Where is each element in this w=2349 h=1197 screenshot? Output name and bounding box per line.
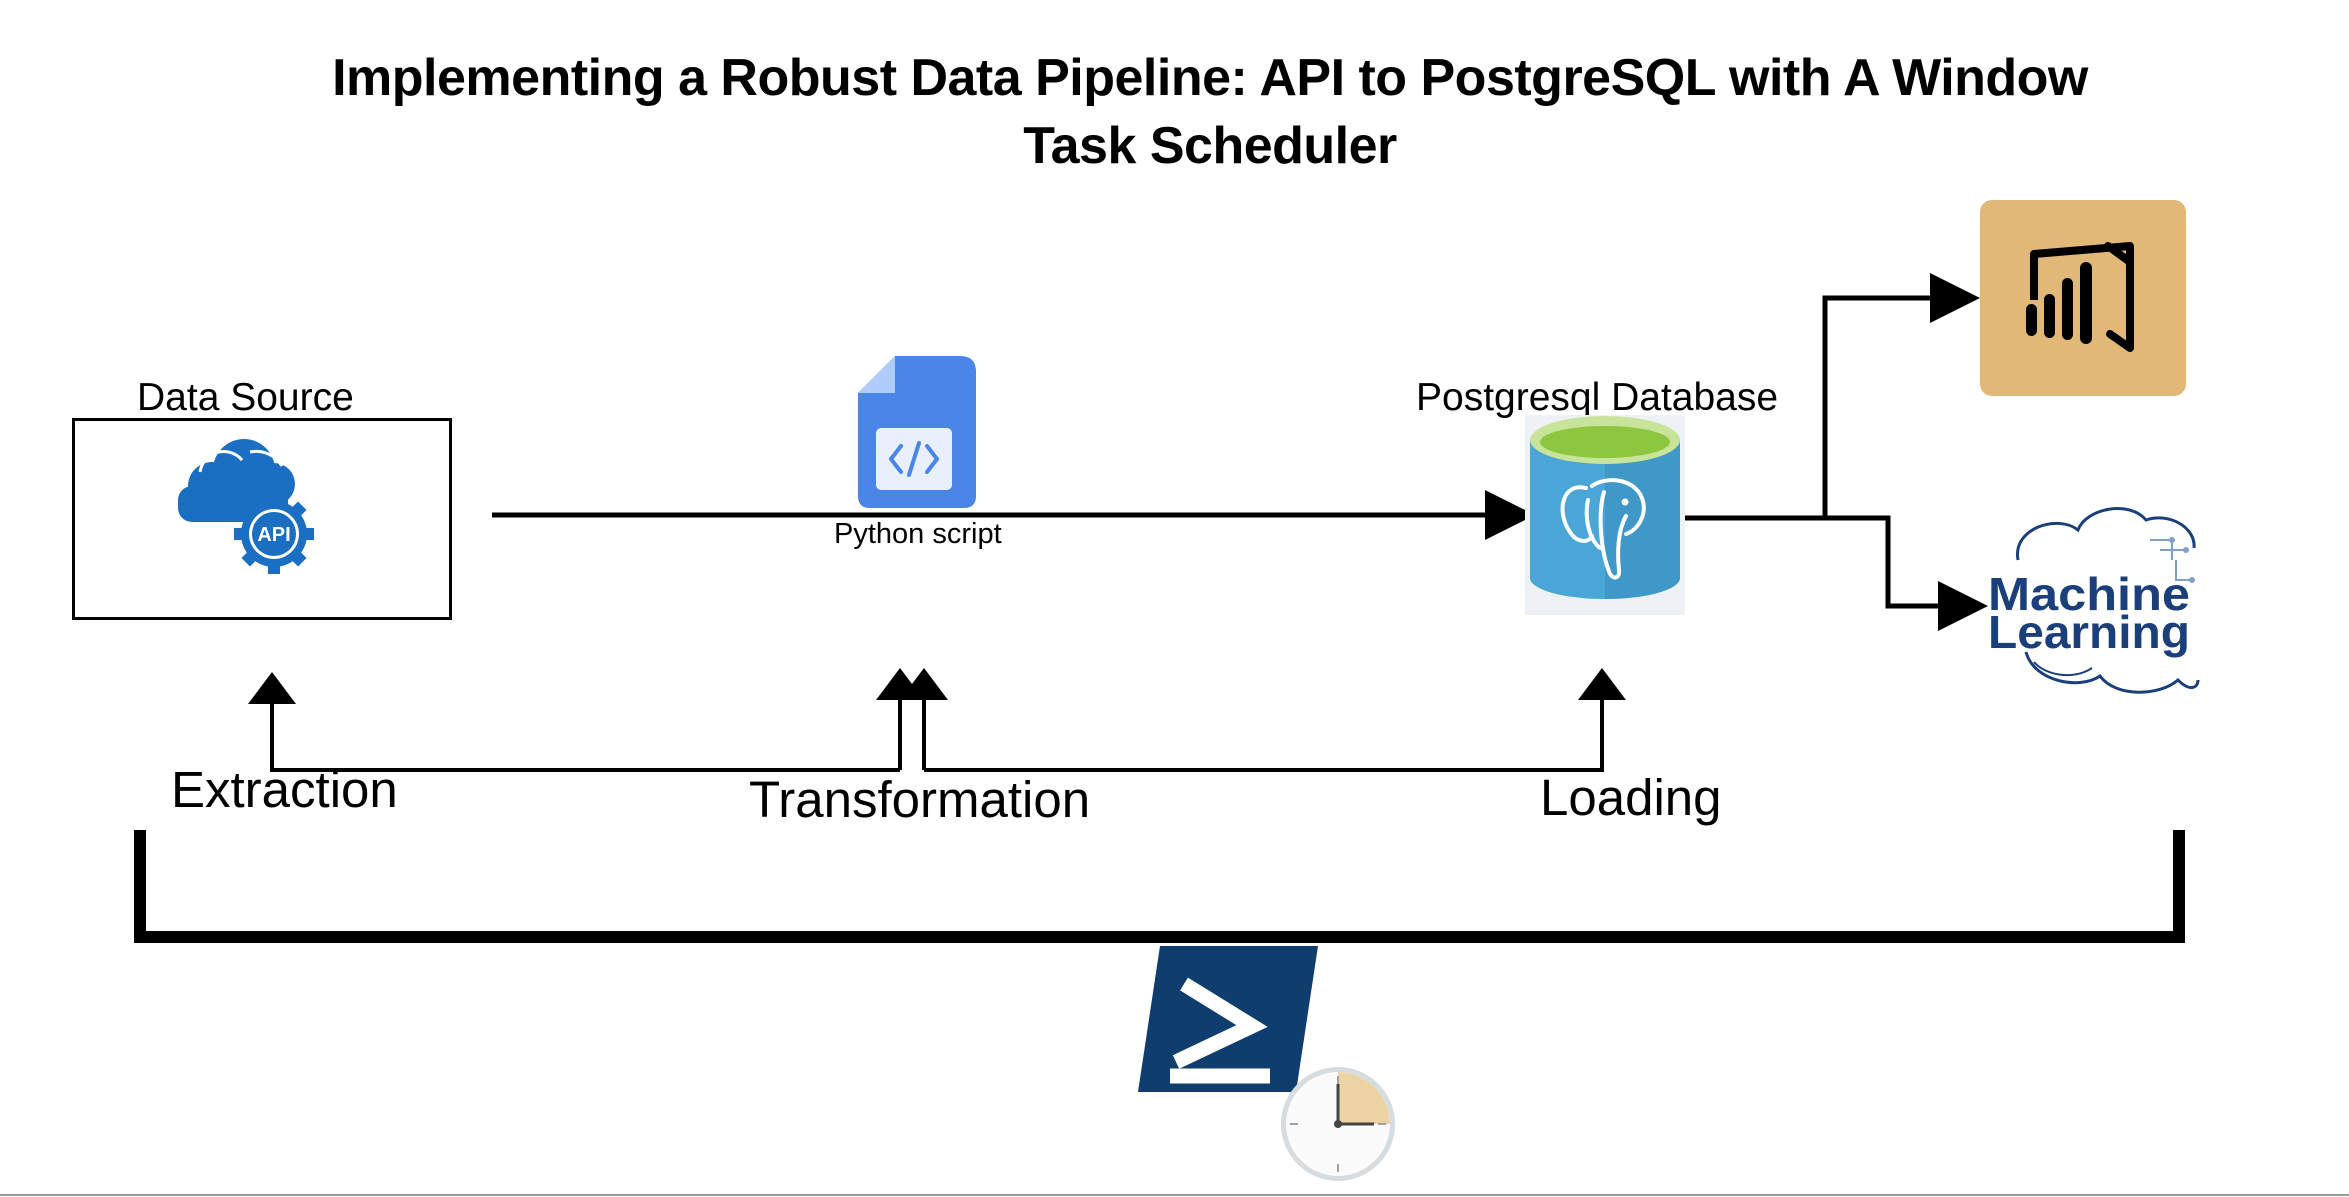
diagram-title-line1: Implementing a Robust Data Pipeline: API…: [332, 49, 2088, 107]
postgresql-database-icon: [1525, 415, 1685, 615]
output-branch-arrows: [1675, 273, 1988, 631]
arrow-to-machine-learning: [1825, 515, 1988, 631]
data-source-label: Data Source: [137, 376, 354, 419]
powershell-task-scheduler-icon: [1138, 946, 1395, 1181]
connector-loading: [924, 668, 1626, 772]
diagram-title: Implementing a Robust Data Pipeline: API…: [300, 44, 2120, 180]
api-cloud-icon: API: [178, 439, 314, 574]
api-icon-text: API: [257, 524, 290, 546]
scheduler-bracket: [134, 830, 2185, 943]
connector-extraction: [248, 672, 900, 772]
stage-transformation-label: Transformation: [749, 771, 1091, 828]
stage-connectors: [248, 668, 1626, 772]
machine-learning-icon: Machine Learning: [1988, 507, 2200, 694]
ml-text-line2: Learning: [1988, 606, 2190, 658]
code-file-icon: [858, 356, 976, 508]
database-label: Postgresql Database: [1416, 376, 1779, 419]
python-script-label: Python script: [834, 518, 1002, 550]
arrow-to-power-bi: [1675, 273, 1980, 521]
power-bi-icon: [1980, 200, 2186, 396]
stage-loading-label: Loading: [1540, 769, 1722, 826]
diagram-title-line2: Task Scheduler: [1023, 117, 1397, 175]
ml-text-line1: Machine: [1988, 568, 2190, 620]
data-source-box: [72, 418, 452, 620]
